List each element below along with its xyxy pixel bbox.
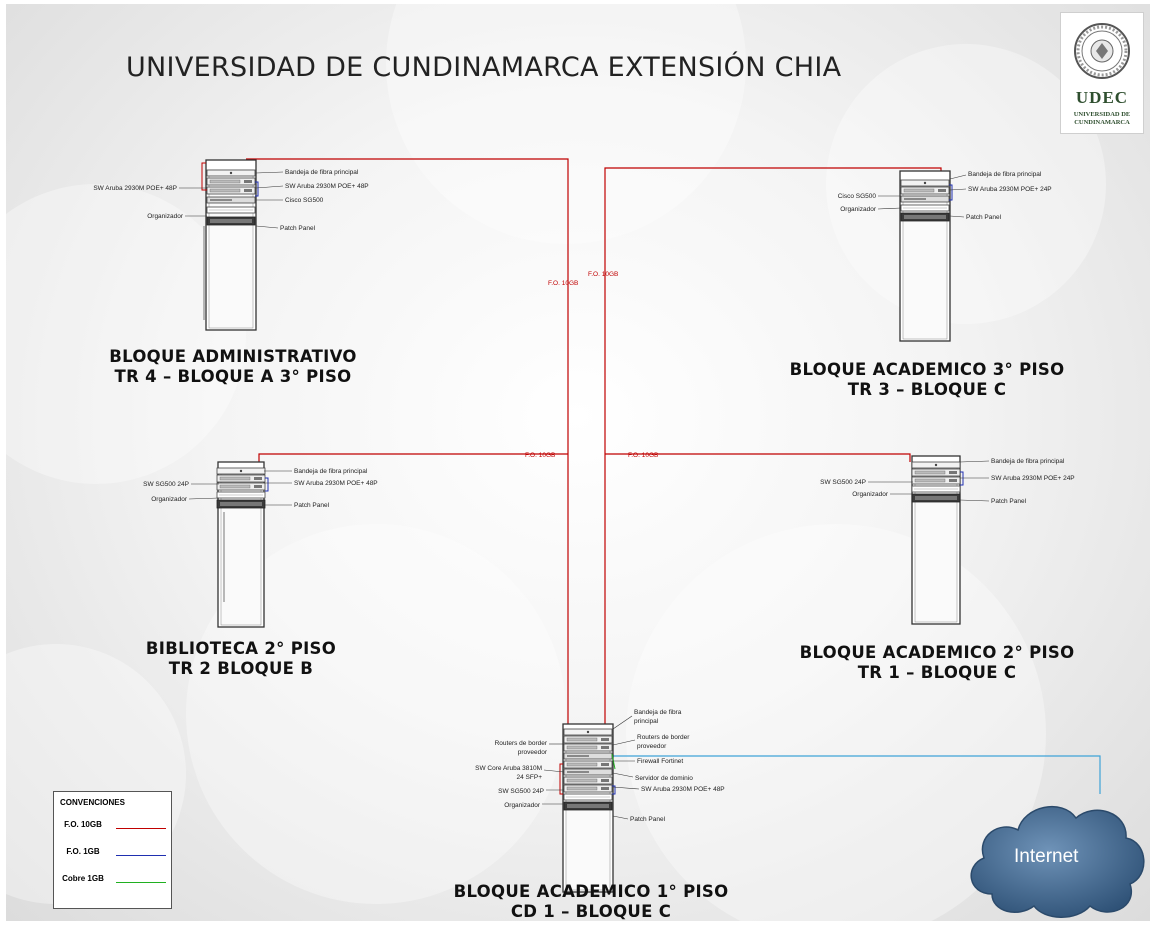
core-switch-label: SW Core Aruba 3810M	[475, 765, 542, 772]
block-label-biblio: BIBLIOTECA 2° PISO TR 2 BLOQUE B	[126, 639, 356, 679]
switch-label: SW Aruba 2930M POE+ 24P	[968, 186, 1052, 193]
rack-admin-labels	[179, 171, 284, 229]
block-label-acad1: BLOQUE ACADEMICO 1° PISO CD 1 – BLOQUE C	[436, 882, 746, 921]
block-subtitle: TR 3 – BLOQUE C	[847, 380, 1007, 399]
cisco-label: Cisco SG500	[838, 193, 877, 200]
rack-biblio-labels	[188, 470, 292, 506]
switch-left-label: SW SG500 24P	[820, 479, 866, 486]
internet-label: Internet	[1014, 846, 1079, 867]
switch-left-label: SW Aruba 2930M POE+ 48P	[93, 185, 177, 192]
block-title: BLOQUE ACADEMICO 2° PISO	[799, 643, 1075, 662]
organizador-label: Organizador	[840, 206, 877, 213]
block-title: BIBLIOTECA 2° PISO	[145, 639, 337, 658]
page-title: UNIVERSIDAD DE CUNDINAMARCA EXTENSIÓN CH…	[126, 52, 842, 83]
internet-cloud-icon	[970, 805, 1145, 918]
switch-label: SW Aruba 2930M POE+ 48P	[285, 183, 369, 190]
routers-right-label-2: proveedor	[637, 743, 667, 750]
patch-panel-label: Patch Panel	[991, 498, 1027, 505]
background-bubble	[826, 44, 1106, 324]
routers-right-label: Routers de border	[637, 734, 690, 741]
patch-panel-label: Patch Panel	[630, 816, 666, 823]
organizador-label: Organizador	[504, 802, 541, 809]
internet-link	[609, 755, 1101, 794]
bandeja-label: Bandeja de fibra	[634, 709, 682, 716]
udec-seal-icon	[1074, 23, 1130, 79]
background-bubble	[626, 524, 1046, 921]
bandeja-label: Bandeja de fibra principal	[285, 169, 359, 176]
organizador-label: Organizador	[147, 213, 184, 220]
routers-left-label-2: proveedor	[518, 749, 548, 756]
core-switch-label-2: 24 SFP+	[517, 774, 543, 781]
switch-label: SW Aruba 2930M POE+ 24P	[991, 475, 1075, 482]
servidor-label: Servidor de dominio	[635, 775, 693, 782]
udec-logo: UDEC UNIVERSIDAD DE CUNDINAMARCA	[1060, 12, 1144, 134]
fo-label: F.O. 10GB	[628, 452, 658, 459]
patch-panel-label: Patch Panel	[966, 214, 1002, 221]
block-title: BLOQUE ACADEMICO 1° PISO	[453, 882, 729, 901]
network-diagram: F.O. 10GB F.O. 10GB F.O. 10GB F.O. 10GB	[93, 158, 1101, 893]
switch-right-label: SW Aruba 2930M POE+ 48P	[641, 786, 725, 793]
fo-10gb-label-biblio: F.O. 10GB	[525, 452, 555, 459]
logo-line2: CUNDINAMARCA	[1074, 119, 1130, 126]
switch-left-label: SW SG500 24P	[143, 481, 189, 488]
fo-10gb-label-acad3: F.O. 10GB	[588, 271, 618, 278]
switch-left-label: SW SG500 24P	[498, 788, 544, 795]
block-subtitle: TR 4 – BLOQUE A 3° PISO	[114, 367, 352, 386]
bandeja-label-2: principal	[634, 718, 659, 725]
firewall-label: Firewall Fortinet	[637, 758, 683, 765]
block-label-acad2: BLOQUE ACADEMICO 2° PISO TR 1 – BLOQUE C	[782, 643, 1092, 683]
logo-line1: UNIVERSIDAD DE	[1073, 111, 1131, 118]
block-subtitle: TR 1 – BLOQUE C	[857, 663, 1017, 682]
cisco-label: Cisco SG500	[285, 197, 324, 204]
rack-cd1-labels	[542, 715, 640, 820]
block-label-admin: BLOQUE ADMINISTRATIVO TR 4 – BLOQUE A 3°…	[88, 347, 378, 387]
legend-swatch	[116, 882, 166, 883]
legend-swatch	[116, 828, 166, 829]
fo-10gb-label-admin: F.O. 10GB	[548, 280, 578, 287]
legend-label: F.O. 1GB	[66, 847, 100, 856]
block-title: BLOQUE ADMINISTRATIVO	[109, 347, 357, 366]
block-subtitle: TR 2 BLOQUE B	[168, 659, 314, 678]
legend-title: CONVENCIONES	[60, 798, 125, 807]
legend-item-fo-10gb: F.O. 10GB	[58, 820, 168, 832]
block-label-acad3: BLOQUE ACADEMICO 3° PISO TR 3 – BLOQUE C	[772, 360, 1082, 400]
routers-left-label: Routers de border	[495, 740, 548, 747]
legend-item-cobre-1gb: Cobre 1GB	[58, 874, 168, 886]
slide: UNIVERSIDAD DE CUNDINAMARCA EXTENSIÓN CH…	[6, 4, 1150, 921]
rack-admin	[201, 159, 259, 331]
organizador-label: Organizador	[151, 496, 188, 503]
organizador-label: Organizador	[852, 491, 889, 498]
bandeja-label: Bandeja de fibra principal	[991, 458, 1065, 465]
fo-label: F.O. 10GB	[525, 452, 555, 459]
legend-box: CONVENCIONES F.O. 10GB F.O. 1GB Cobre 1G…	[53, 791, 172, 909]
patch-panel-label: Patch Panel	[280, 225, 316, 232]
bandeja-label: Bandeja de fibra principal	[294, 468, 368, 475]
legend-item-fo-1gb: F.O. 1GB	[58, 847, 168, 859]
bandeja-label: Bandeja de fibra principal	[968, 171, 1042, 178]
rack-acad3	[899, 170, 953, 342]
block-title: BLOQUE ACADEMICO 3° PISO	[789, 360, 1065, 379]
patch-panel-label: Patch Panel	[294, 502, 330, 509]
fo-label: F.O. 10GB	[548, 280, 578, 287]
legend-swatch	[116, 855, 166, 856]
block-subtitle: CD 1 – BLOQUE C	[510, 902, 672, 921]
rack-acad3-labels	[877, 174, 967, 218]
rack-acad2-labels	[868, 460, 990, 502]
legend-label: F.O. 10GB	[64, 820, 102, 829]
legend-label: Cobre 1GB	[62, 874, 104, 883]
rack-cd1	[559, 723, 616, 893]
fo-10gb-label-acad2: F.O. 10GB	[628, 452, 658, 459]
rack-biblio	[216, 461, 269, 628]
rack-acad2	[911, 455, 964, 625]
logo-brand: UDEC	[1075, 88, 1129, 107]
switch-label: SW Aruba 2930M POE+ 48P	[294, 480, 378, 487]
fo-label: F.O. 10GB	[588, 271, 618, 278]
